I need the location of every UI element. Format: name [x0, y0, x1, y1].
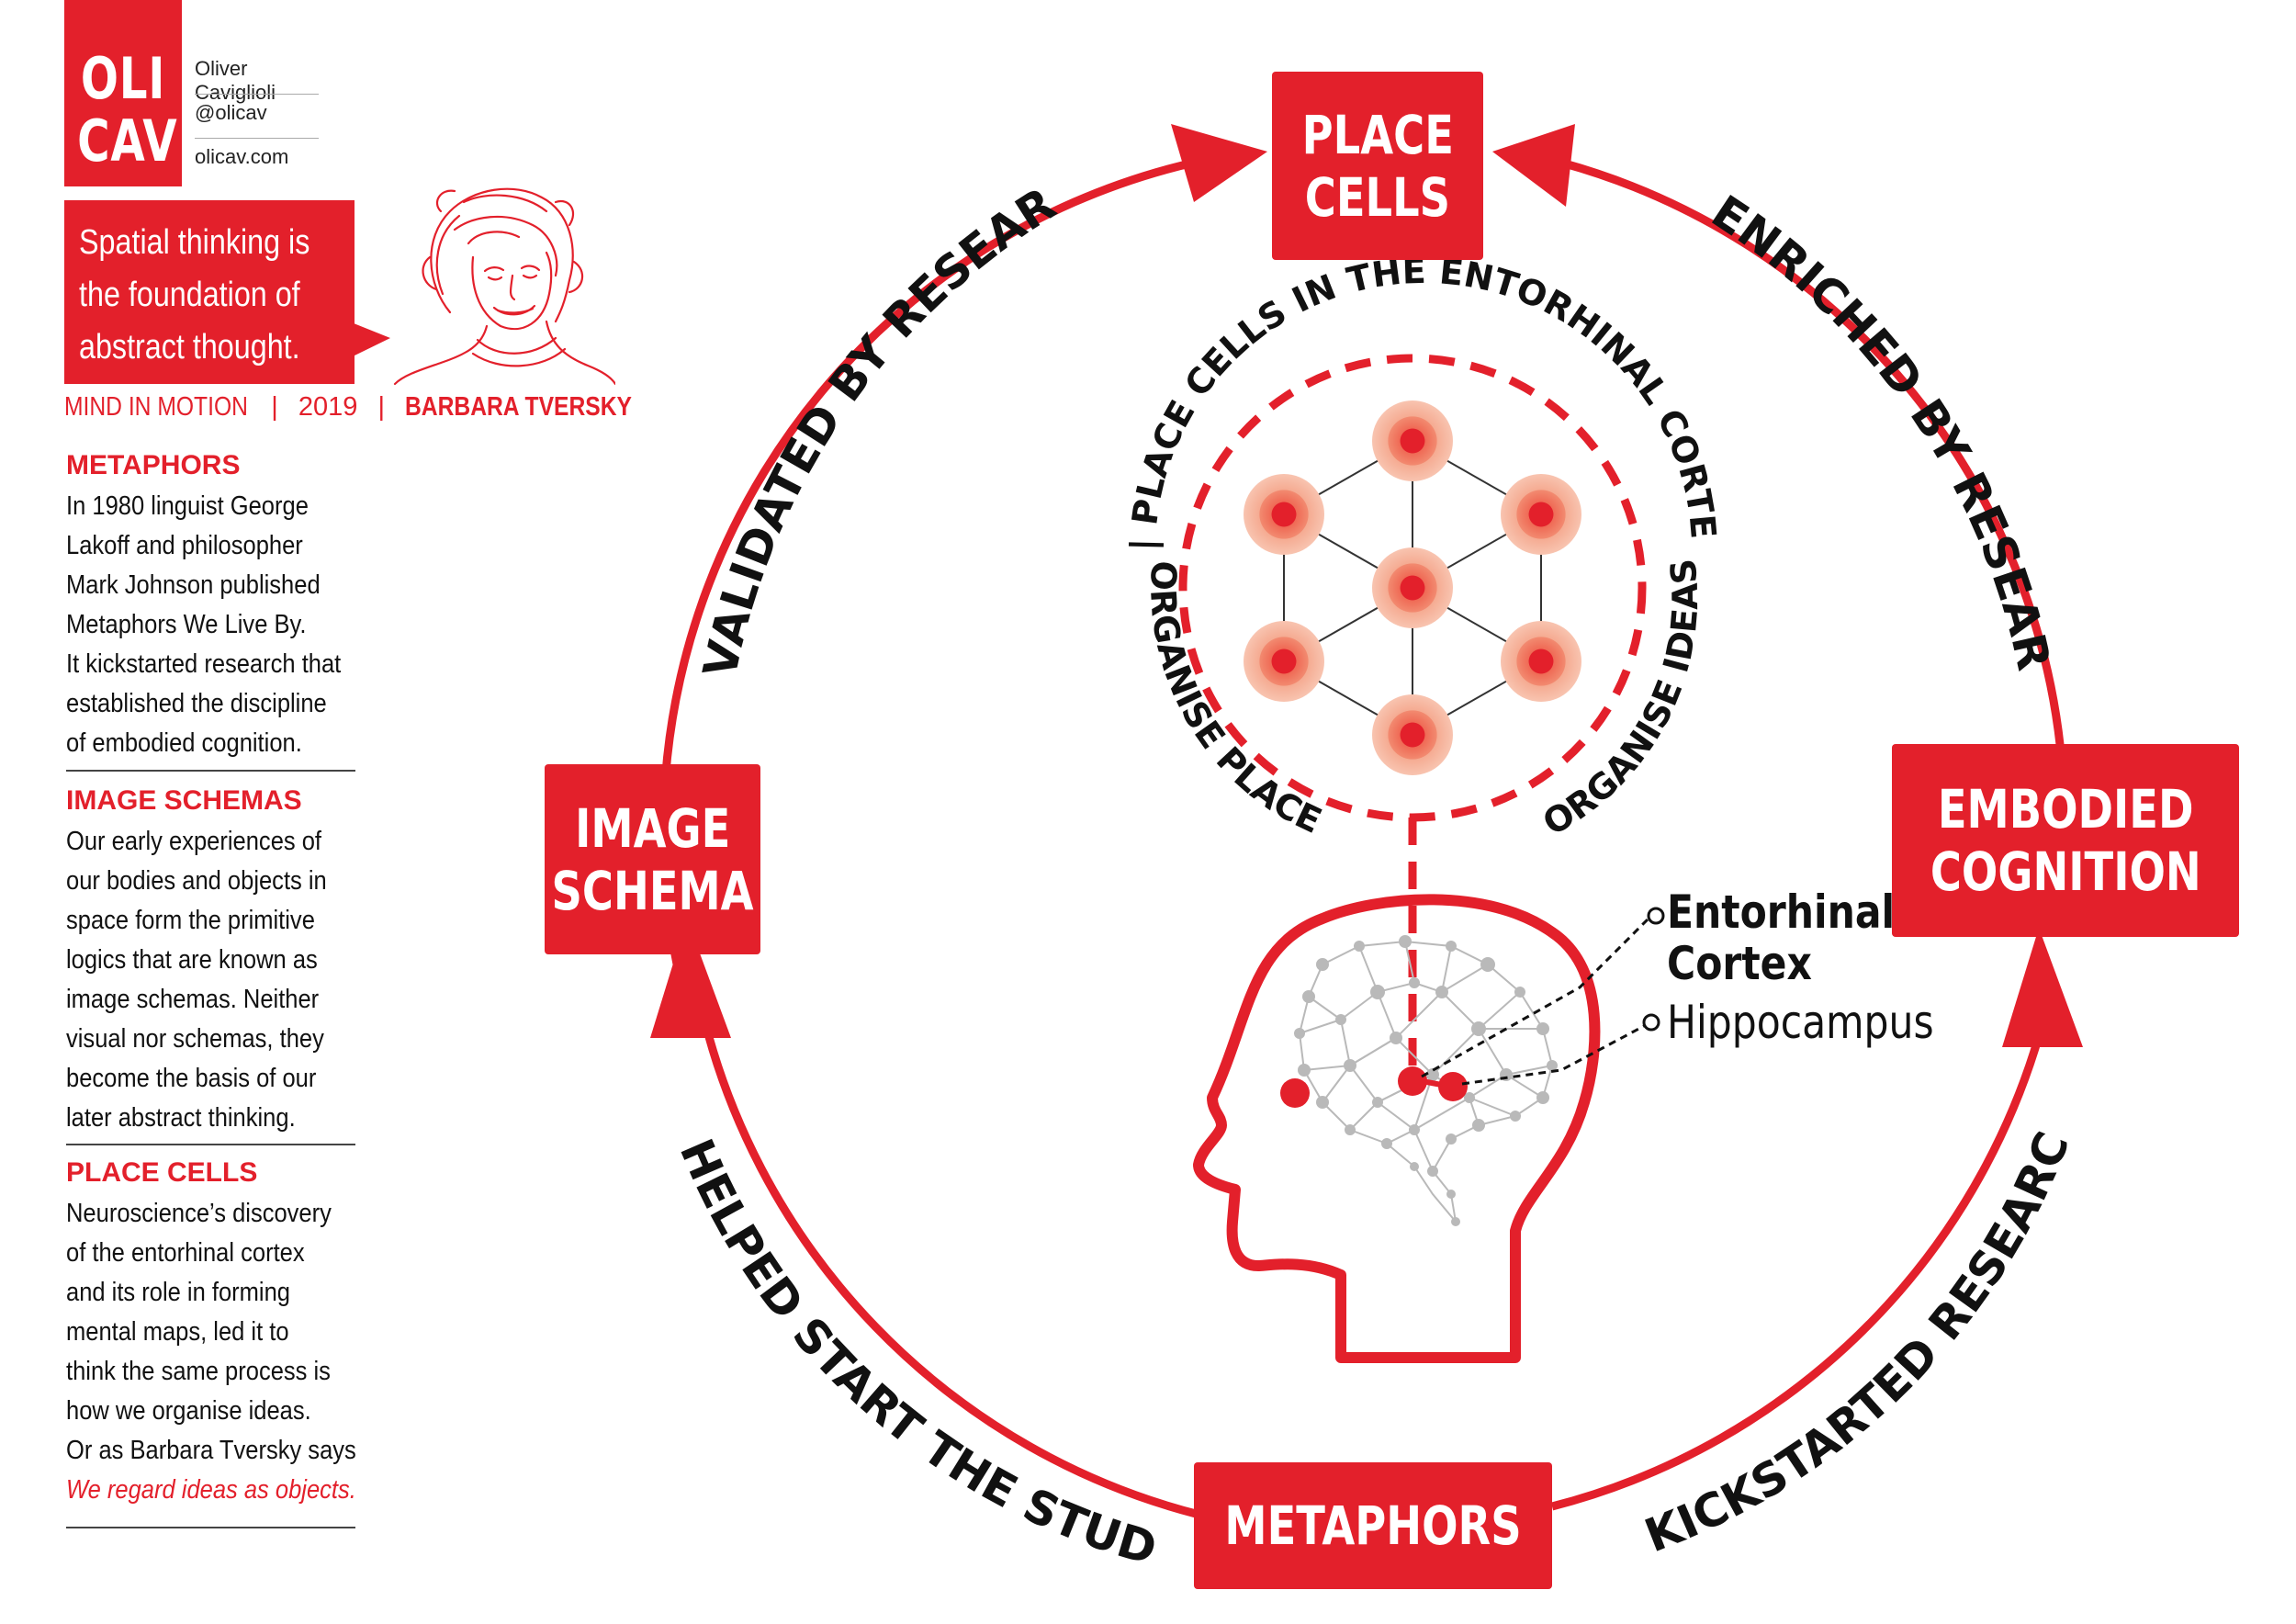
metaphors-box[interactable]: METAPHORS	[1194, 1462, 1552, 1589]
text-line: mental maps, led it to	[66, 1317, 289, 1347]
text-line: think the same process is	[66, 1357, 331, 1386]
quote-tail	[349, 321, 390, 358]
book-credit: MIND IN MOTION | 2019 | BARBARA TVERSKY	[64, 384, 632, 430]
arrowhead	[2002, 928, 2083, 1047]
inner-label-right: ORGANISE IDEAS	[1536, 557, 1706, 843]
entorhinal-cortex-label: Entorhinal Cortex	[1667, 886, 1935, 989]
emphasis-quote: We regard ideas as objects.	[66, 1475, 356, 1505]
box-label: CELLS	[1304, 165, 1451, 229]
text-line: space form the primitive	[66, 906, 315, 935]
eye-dot	[1280, 1078, 1310, 1108]
section-divider	[66, 770, 355, 772]
place-cell	[1244, 474, 1324, 555]
arrowhead	[1492, 124, 1575, 207]
callout-line	[1421, 917, 1650, 1078]
text-line: logics that are known as	[66, 945, 318, 975]
text-line: later abstract thinking.	[66, 1103, 296, 1133]
arrowhead	[1171, 124, 1267, 202]
cycle-arc	[693, 991, 1205, 1520]
head-outline	[1193, 894, 1601, 1363]
quote-line3: abstract thought.	[79, 328, 300, 367]
book-author: BARBARA TVERSKY	[405, 392, 633, 422]
place-cell	[1501, 621, 1581, 702]
brain-network	[1294, 935, 1558, 1226]
separator: |	[377, 392, 385, 422]
text-line: Neuroscience’s discovery	[66, 1199, 332, 1228]
text-line: We regard ideas as objects.	[66, 1471, 356, 1510]
label-line: Hippocampus	[1667, 996, 1934, 1049]
entorhinal-cortex-point	[1398, 1066, 1427, 1096]
text-line: and its role in forming	[66, 1278, 290, 1307]
embodied-cognition-box[interactable]: EMBODIED COGNITION	[1892, 744, 2239, 937]
text-line: Or as Barbara Tversky says	[66, 1436, 356, 1465]
cycle-arc	[1550, 999, 2053, 1511]
text-line: our bodies and objects in	[66, 866, 327, 896]
book-title: MIND IN MOTION	[64, 392, 248, 422]
box-label: METAPHORS	[1224, 1494, 1522, 1557]
place-cell	[1372, 694, 1453, 775]
label-line: Entorhinal	[1667, 885, 1896, 939]
section-title-image-schemas: IMAGE SCHEMAS	[66, 785, 302, 816]
quote-line2: the foundation of	[79, 276, 300, 314]
logo-line2: CAV	[77, 107, 178, 175]
place-cell	[1372, 547, 1453, 628]
cycle-arc	[1559, 158, 2066, 763]
box-label: PLACE	[1301, 103, 1454, 166]
section-title-metaphors: METAPHORS	[66, 450, 241, 480]
book-year: 2019	[298, 392, 358, 422]
callout-end	[1642, 1013, 1660, 1032]
text-line: Metaphors We Live By.	[66, 610, 307, 639]
text-line: image schemas. Neither	[66, 985, 320, 1014]
divider	[195, 138, 319, 139]
logo-line1: OLI	[80, 45, 166, 112]
box-label: IMAGE	[574, 796, 731, 860]
author-name: Oliver Caviglioli	[195, 57, 276, 104]
hippocampus-label: Hippocampus	[1667, 997, 1981, 1048]
place-cell	[1501, 474, 1581, 555]
section-body-image-schemas: Our early experiences of our bodies and …	[66, 822, 369, 1138]
inner-label-left: ORGANISE PLACES	[0, 0, 1328, 841]
hippocampus-point	[1438, 1072, 1468, 1101]
text-line: Mark Johnson published	[66, 570, 321, 600]
text-line: how we organise ideas.	[66, 1396, 311, 1426]
section-divider	[66, 1144, 355, 1145]
place-cell	[1244, 621, 1324, 702]
text-line: of the entorhinal cortex	[66, 1238, 305, 1268]
text-line: established the discipline	[66, 689, 327, 718]
text-line: Lakoff and philosopher	[66, 531, 303, 560]
text-line: It kickstarted research that	[66, 649, 342, 679]
quote-line1: Spatial thinking is	[79, 223, 310, 262]
text-line: become the basis of our	[66, 1064, 317, 1093]
text-line: In 1980 linguist George	[66, 491, 309, 521]
image-schema-box[interactable]: IMAGE SCHEMA	[545, 764, 760, 954]
box-label: SCHEMA	[551, 859, 754, 922]
place-cell	[1372, 400, 1453, 481]
section-body-place-cells: Neuroscience’s discovery of the entorhin…	[66, 1194, 369, 1510]
place-cells-box[interactable]: PLACE CELLS	[1272, 72, 1483, 260]
text-line: Our early experiences of	[66, 827, 322, 856]
text-line: visual nor schemas, they	[66, 1024, 324, 1054]
label-line: Cortex	[1667, 937, 1812, 990]
section-title-place-cells: PLACE CELLS	[66, 1157, 258, 1188]
section-divider	[66, 1527, 355, 1528]
author-handle[interactable]: @olicav	[195, 101, 267, 124]
separator: |	[271, 392, 278, 422]
author-site[interactable]: olicav.com	[195, 145, 289, 168]
callout-line	[1461, 1024, 1645, 1086]
divider	[195, 94, 319, 95]
box-label: COGNITION	[1930, 840, 2201, 903]
text-line: of embodied cognition.	[66, 728, 302, 758]
arrowhead	[650, 919, 731, 1038]
box-label: EMBODIED	[1937, 778, 2194, 840]
section-body-metaphors: In 1980 linguist George Lakoff and philo…	[66, 487, 369, 763]
olicav-logo: OLI CAV	[64, 0, 182, 186]
barbara-tversky-portrait	[393, 187, 615, 386]
callout-end	[1647, 907, 1665, 925]
quote-box: Spatial thinking is the foundation of ab…	[64, 200, 355, 384]
